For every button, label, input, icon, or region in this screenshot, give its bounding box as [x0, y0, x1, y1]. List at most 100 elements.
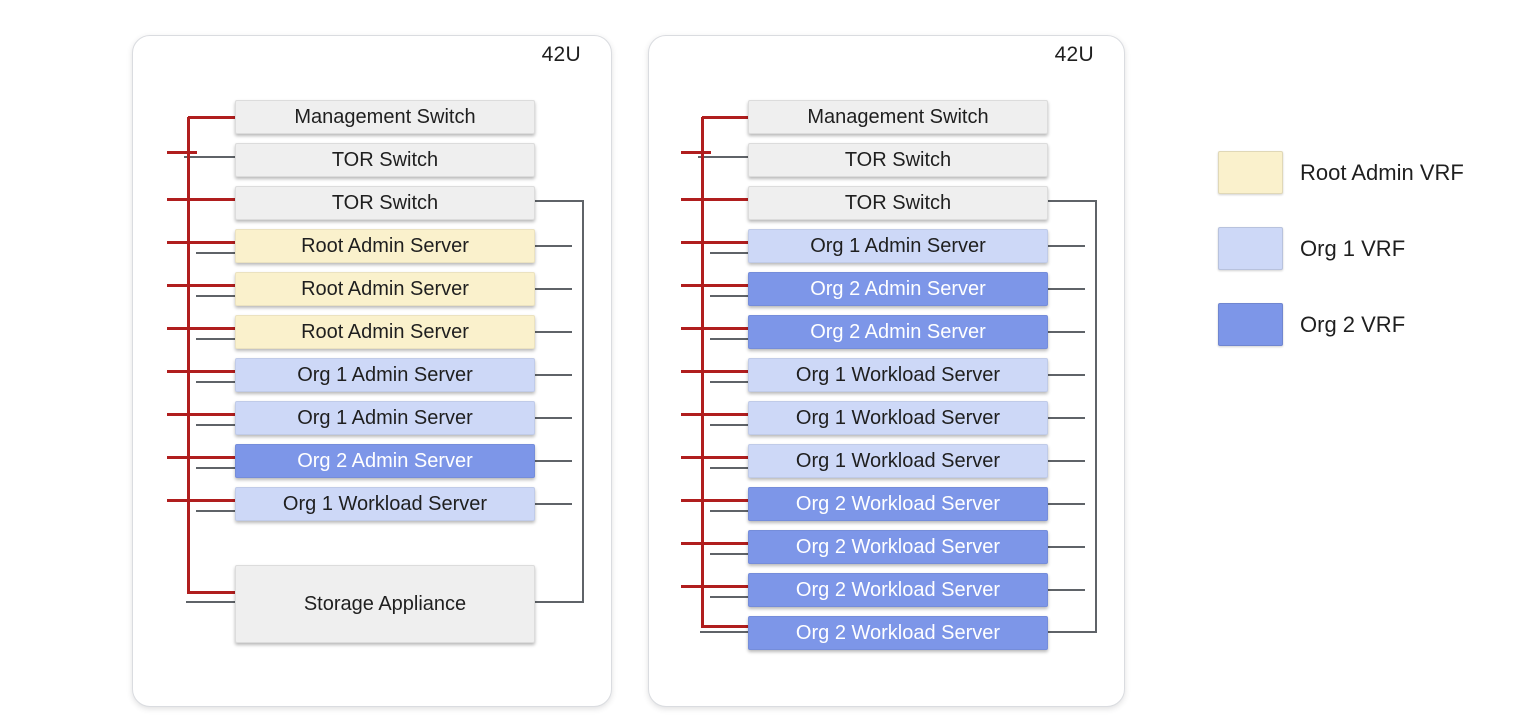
data-network-line [535, 601, 584, 603]
legend: Root Admin VRF Org 1 VRF Org 2 VRF [1218, 151, 1464, 379]
legend-swatch-org-2-vrf [1218, 303, 1283, 346]
data-network-line [1048, 631, 1097, 633]
device-org-2-workload-server: Org 2 Workload Server [748, 616, 1048, 650]
data-network-line [710, 510, 748, 512]
device-label: TOR Switch [844, 191, 952, 214]
device-root-admin-server: Root Admin Server [235, 229, 535, 263]
management-network-line [188, 590, 235, 594]
data-network-line [196, 338, 235, 340]
device-label: Org 2 Workload Server [795, 535, 1001, 558]
device-label: Org 1 Workload Server [795, 449, 1001, 472]
rack-2-capacity-label: 42U [1054, 43, 1094, 66]
management-network-line [681, 584, 748, 588]
device-management-switch: Management Switch [748, 100, 1048, 134]
device-org-2-admin-server: Org 2 Admin Server [748, 272, 1048, 306]
data-network-line [1048, 245, 1085, 247]
data-network-line [535, 245, 572, 247]
data-network-line [186, 601, 235, 603]
device-org-1-admin-server: Org 1 Admin Server [235, 358, 535, 392]
data-network-line [1048, 460, 1085, 462]
data-network-line [184, 156, 235, 158]
data-network-line [535, 331, 572, 333]
data-network-line [196, 510, 235, 512]
device-root-admin-server: Root Admin Server [235, 315, 535, 349]
device-root-admin-server: Root Admin Server [235, 272, 535, 306]
device-org-2-admin-server: Org 2 Admin Server [235, 444, 535, 478]
data-network-line [1048, 374, 1085, 376]
data-network-line [710, 338, 748, 340]
device-label: Org 2 Workload Server [795, 492, 1001, 515]
device-label: Org 2 Workload Server [795, 621, 1001, 644]
management-network-line [167, 197, 235, 201]
data-network-line [196, 381, 235, 383]
device-label: TOR Switch [844, 148, 952, 171]
management-network-line [681, 541, 748, 545]
management-network-line [167, 455, 235, 459]
device-org-2-workload-server: Org 2 Workload Server [748, 530, 1048, 564]
device-label: Org 2 Admin Server [810, 277, 986, 300]
data-network-line [1048, 200, 1097, 202]
device-org-1-admin-server: Org 1 Admin Server [235, 401, 535, 435]
device-org-1-workload-server: Org 1 Workload Server [748, 358, 1048, 392]
data-network-line [710, 596, 748, 598]
device-org-1-workload-server: Org 1 Workload Server [748, 444, 1048, 478]
management-network-line [167, 150, 197, 154]
device-label: Management Switch [807, 105, 989, 128]
legend-item-org-2-vrf: Org 2 VRF [1218, 303, 1464, 346]
device-tor-switch: TOR Switch [235, 143, 535, 177]
device-label: Storage Appliance [303, 592, 467, 615]
device-org-1-workload-server: Org 1 Workload Server [235, 487, 535, 521]
management-network-line [681, 412, 748, 416]
device-label: Org 1 Workload Server [282, 492, 488, 515]
device-tor-switch: TOR Switch [235, 186, 535, 220]
data-network-line [535, 460, 572, 462]
device-org-2-workload-server: Org 2 Workload Server [748, 573, 1048, 607]
device-storage-appliance: Storage Appliance [235, 565, 535, 643]
legend-swatch-root-admin-vrf [1218, 151, 1283, 194]
data-network-line [710, 553, 748, 555]
device-label: TOR Switch [331, 191, 439, 214]
device-org-1-admin-server: Org 1 Admin Server [748, 229, 1048, 263]
rack-1-capacity-label: 42U [541, 43, 581, 66]
management-network-line [702, 624, 748, 628]
data-network-line [535, 200, 584, 202]
management-network-line [681, 498, 748, 502]
device-tor-switch: TOR Switch [748, 186, 1048, 220]
legend-item-root-admin-vrf: Root Admin VRF [1218, 151, 1464, 194]
device-label: Org 2 Admin Server [810, 320, 986, 343]
device-label: Management Switch [294, 105, 476, 128]
legend-swatch-org-1-vrf [1218, 227, 1283, 270]
data-network-line [710, 424, 748, 426]
device-label: Root Admin Server [301, 234, 469, 257]
data-network-line [1048, 288, 1085, 290]
management-network-trunk [186, 117, 190, 594]
management-network-line [681, 197, 748, 201]
management-network-line [167, 412, 235, 416]
data-network-line [1048, 546, 1085, 548]
data-network-trunk [1095, 201, 1097, 632]
management-network-line [681, 240, 748, 244]
legend-label: Root Admin VRF [1300, 159, 1464, 185]
device-label: Org 1 Workload Server [795, 363, 1001, 386]
management-network-trunk [700, 117, 704, 628]
data-network-line [1048, 331, 1085, 333]
device-tor-switch: TOR Switch [748, 143, 1048, 177]
data-network-line [710, 252, 748, 254]
data-network-line [535, 503, 572, 505]
data-network-line [196, 252, 235, 254]
data-network-line [535, 288, 572, 290]
data-network-line [1048, 417, 1085, 419]
data-network-line [700, 631, 748, 633]
device-org-2-workload-server: Org 2 Workload Server [748, 487, 1048, 521]
data-network-line [196, 424, 235, 426]
management-network-line [167, 498, 235, 502]
management-network-line [167, 326, 235, 330]
device-label: Org 1 Workload Server [795, 406, 1001, 429]
device-label: TOR Switch [331, 148, 439, 171]
data-network-line [196, 467, 235, 469]
data-network-line [710, 381, 748, 383]
legend-item-org-1-vrf: Org 1 VRF [1218, 227, 1464, 270]
data-network-line [196, 295, 235, 297]
device-label: Org 1 Admin Server [297, 406, 473, 429]
management-network-line [167, 369, 235, 373]
